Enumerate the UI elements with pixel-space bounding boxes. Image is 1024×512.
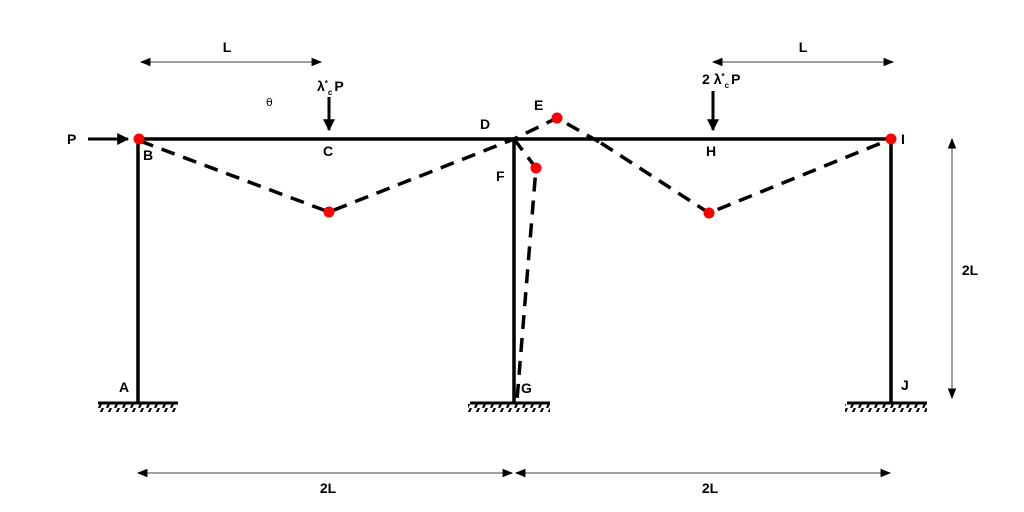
node-label-A: A	[119, 379, 129, 395]
dimension-top-left: L	[139, 39, 323, 67]
dimension-label: 2L	[320, 480, 337, 496]
hinge-E	[551, 112, 563, 124]
support-J	[845, 401, 927, 412]
dimension-label: 2L	[702, 480, 719, 496]
dimension-bottom-right: 2L	[514, 468, 892, 496]
node-label-F: F	[496, 168, 505, 184]
load-label: P	[67, 131, 76, 147]
hinge-H	[703, 207, 715, 219]
node-labels: A B C D E F G H I J	[119, 97, 909, 396]
support-A	[96, 401, 178, 412]
frame-members	[136, 137, 893, 403]
node-label-E: E	[534, 97, 543, 113]
node-label-H: H	[706, 143, 716, 159]
node-label-J: J	[901, 377, 909, 393]
node-label-D: D	[480, 116, 490, 132]
hinge-C	[323, 206, 335, 218]
node-label-G: G	[521, 380, 532, 396]
load-horizontal-P: P	[67, 131, 130, 147]
plastic-hinges	[133, 112, 897, 219]
support-G	[468, 401, 550, 412]
node-label-C: C	[323, 143, 333, 159]
node-label-I: I	[901, 131, 905, 147]
hinge-I	[885, 133, 897, 145]
angle-label: θ	[266, 96, 273, 109]
hinge-B	[133, 133, 145, 145]
dimension-label: L	[799, 39, 808, 55]
dimension-top-right: L	[711, 39, 895, 67]
dimension-bottom-left: 2L	[136, 468, 514, 496]
dimension-label: L	[223, 39, 232, 55]
hinge-F	[530, 162, 542, 174]
dimension-label: 2L	[962, 262, 979, 278]
dimension-right-height: 2L	[947, 137, 979, 400]
node-label-B: B	[143, 147, 153, 163]
